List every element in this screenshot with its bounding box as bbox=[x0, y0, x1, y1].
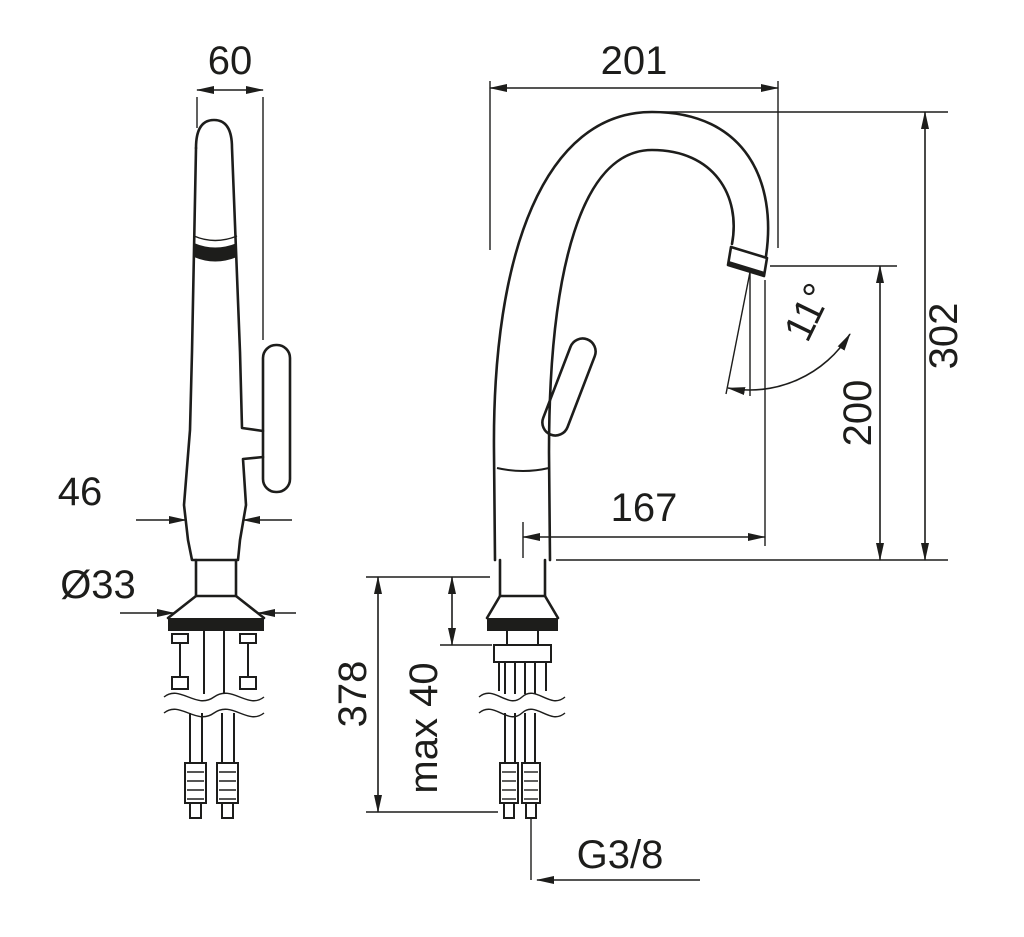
side-flange bbox=[166, 594, 266, 620]
side-handle bbox=[261, 343, 292, 494]
front-gasket bbox=[487, 618, 558, 631]
dim-outlet-angle-label: 11° bbox=[776, 277, 841, 348]
front-spout-outer bbox=[492, 110, 770, 562]
front-body-joint-line bbox=[496, 467, 550, 472]
dim-spout-depth: 60 bbox=[196, 39, 264, 340]
dim-connection-thread-label: G3/8 bbox=[577, 833, 664, 877]
front-spout-inner bbox=[547, 148, 735, 562]
dim-body-depth-label: 46 bbox=[58, 470, 103, 514]
dim-total-height: 302 bbox=[556, 111, 966, 561]
dim-spout-reach-label: 201 bbox=[601, 39, 668, 83]
side-aerator bbox=[194, 243, 237, 262]
front-aerator bbox=[728, 261, 765, 276]
front-flange bbox=[485, 594, 560, 620]
side-spout-joint-line bbox=[193, 235, 238, 242]
front-studs bbox=[498, 662, 547, 691]
dim-outlet-offset-label: 167 bbox=[611, 486, 678, 530]
front-break-lines bbox=[478, 692, 566, 718]
side-view bbox=[163, 118, 292, 819]
front-mounting-nut bbox=[493, 644, 552, 663]
dim-outlet-offset: 167 bbox=[522, 280, 766, 558]
dim-total-height-label: 302 bbox=[922, 303, 966, 370]
dim-hose-length-label: 378 bbox=[331, 661, 375, 728]
dim-outlet-angle: 11° bbox=[725, 271, 851, 396]
front-view bbox=[478, 110, 770, 819]
dim-connection-thread: G3/8 bbox=[530, 818, 700, 884]
side-body-outline-left bbox=[182, 146, 265, 562]
front-supply-hoses-upper bbox=[504, 662, 536, 694]
front-handle bbox=[541, 337, 597, 437]
side-gasket bbox=[168, 618, 264, 631]
side-mounting-hardware bbox=[171, 631, 257, 694]
dim-hose-length: 378 bbox=[331, 576, 498, 813]
dim-spout-reach: 201 bbox=[489, 39, 779, 250]
dim-deck-thickness: max 40 bbox=[402, 576, 492, 794]
side-supply-hoses bbox=[184, 713, 239, 819]
side-break-lines bbox=[163, 692, 265, 718]
dim-spout-depth-label: 60 bbox=[208, 39, 253, 83]
dim-base-diameter-label: Ø33 bbox=[60, 563, 136, 607]
side-body-outline-right bbox=[194, 118, 265, 433]
dim-body-depth: 46 bbox=[58, 470, 292, 524]
dim-outlet-height-label: 200 bbox=[836, 380, 880, 447]
dim-deck-thickness-label: max 40 bbox=[402, 662, 446, 793]
front-supply-hoses-lower bbox=[499, 713, 541, 819]
dim-base-diameter: Ø33 bbox=[60, 563, 296, 617]
